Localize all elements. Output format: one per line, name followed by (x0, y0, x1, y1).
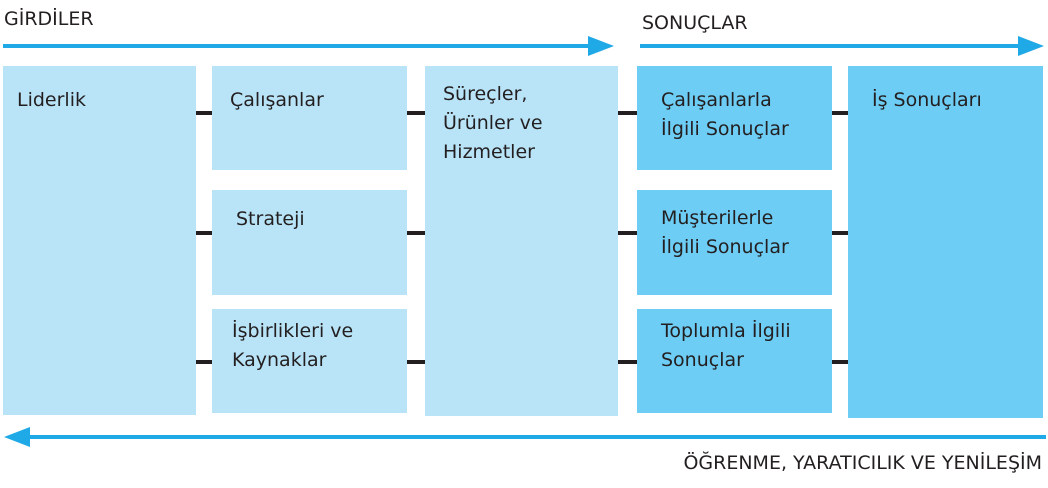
results-header: SONUÇLAR (642, 12, 748, 34)
processes-label: Süreçler, Ürünler ve Hizmetler (443, 83, 543, 163)
society-results-label: Toplumla İlgili Sonuçlar (661, 320, 791, 371)
strategy-box: Strateji (212, 190, 407, 295)
connector (407, 111, 425, 115)
leadership-box: Liderlik (3, 66, 196, 415)
people-label: Çalışanlar (230, 89, 324, 111)
connector (832, 360, 848, 364)
results-arrow (640, 36, 1044, 56)
connector (618, 360, 637, 364)
connector (407, 231, 425, 235)
partnerships-box: İşbirlikleri ve Kaynaklar (212, 309, 407, 413)
business-results-box: İş Sonuçları (848, 66, 1043, 418)
people-box: Çalışanlar (212, 66, 407, 170)
connector (196, 111, 212, 115)
inputs-arrow (3, 36, 614, 56)
people-results-label: Çalışanlarla İlgili Sonuçlar (661, 89, 789, 140)
learning-arrow (4, 427, 1046, 447)
strategy-label: Strateji (236, 208, 305, 230)
connector (407, 360, 425, 364)
connector (618, 111, 637, 115)
people-results-box: Çalışanlarla İlgili Sonuçlar (637, 66, 832, 170)
connector (196, 231, 212, 235)
inputs-header: GİRDİLER (4, 8, 94, 30)
learning-header: ÖĞRENME, YARATICILIK VE YENİLEŞİM (683, 452, 1042, 474)
leadership-label: Liderlik (17, 89, 86, 111)
processes-box: Süreçler, Ürünler ve Hizmetler (425, 66, 618, 416)
business-results-label: İş Sonuçları (872, 89, 982, 111)
customer-results-label: Müşterilerle İlgili Sonuçlar (661, 207, 789, 258)
connector (832, 111, 848, 115)
connector (196, 360, 212, 364)
connector (618, 231, 637, 235)
society-results-box: Toplumla İlgili Sonuçlar (637, 309, 832, 413)
customer-results-box: Müşterilerle İlgili Sonuçlar (637, 190, 832, 295)
connector (832, 231, 848, 235)
partnerships-label: İşbirlikleri ve Kaynaklar (232, 320, 354, 371)
